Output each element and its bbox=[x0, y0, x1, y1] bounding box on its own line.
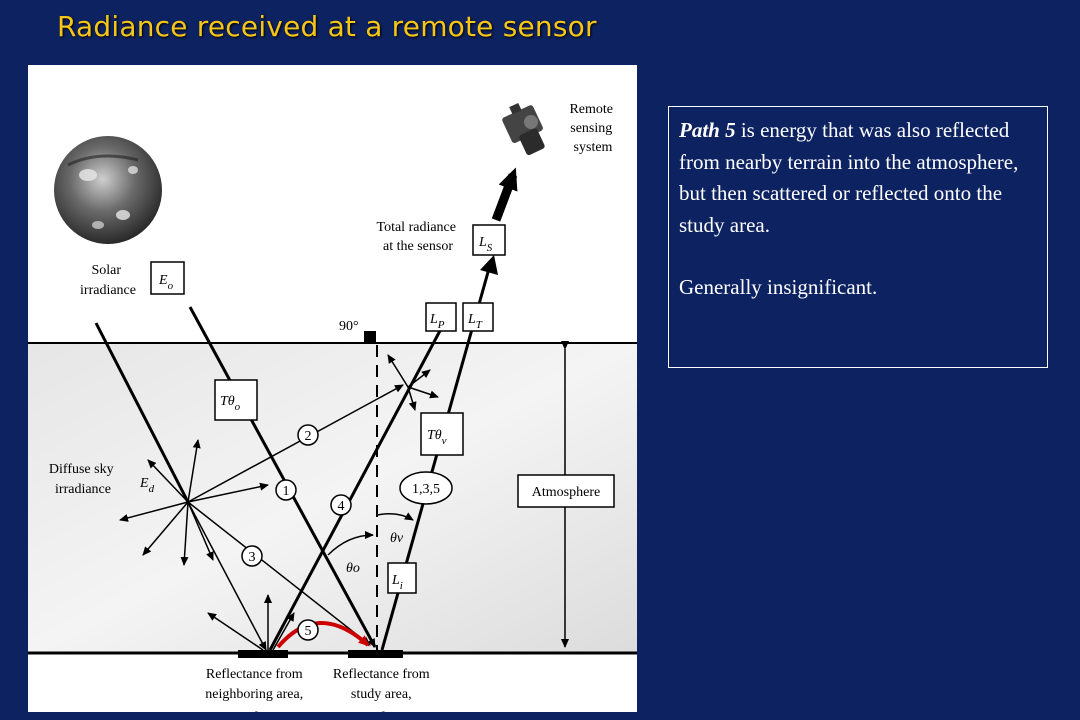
neighbor-label-line3: ρ bbox=[252, 707, 260, 712]
paths-135-ellipse bbox=[399, 471, 453, 505]
study-label-line1: Reflectance from bbox=[333, 667, 430, 682]
study-label-line3: ρ bbox=[379, 707, 387, 712]
path-4-number: 4 bbox=[338, 499, 345, 514]
total-radiance-line1: Total radiance bbox=[377, 220, 456, 235]
radiance-diagram: Remote sensing system Solar irradiance T… bbox=[28, 65, 637, 712]
path-4-line bbox=[268, 326, 444, 651]
study-area-patch bbox=[348, 650, 403, 658]
neighbor-label-line1: Reflectance from bbox=[206, 667, 303, 682]
sensor-label-line2: sensing bbox=[570, 121, 612, 136]
paths-135-label: 1,3,5 bbox=[412, 482, 440, 497]
diffuse-label: Diffuse sky irradiance bbox=[49, 462, 117, 497]
neighbor-area-patch bbox=[238, 650, 288, 658]
theta-v-arc bbox=[376, 512, 414, 521]
description-paragraph-2: Generally insignificant. bbox=[679, 275, 878, 299]
solar-label-line1: Solar bbox=[91, 263, 121, 278]
lp-symbol: LP bbox=[429, 312, 445, 331]
path-label: Path 5 bbox=[679, 118, 736, 142]
solar-label: Solar irradiance bbox=[80, 263, 136, 298]
description-paragraph-1: Path 5 is energy that was also reflected… bbox=[679, 115, 1037, 241]
sensor-arrow bbox=[491, 167, 518, 222]
thv-symbol: Tθv bbox=[427, 428, 447, 447]
path-3-number: 3 bbox=[249, 550, 256, 565]
description-box: Path 5 is energy that was also reflected… bbox=[668, 106, 1048, 368]
ed-symbol: Ed bbox=[139, 476, 155, 495]
path-3-circle bbox=[241, 545, 263, 567]
theta-o-symbol: θo bbox=[346, 561, 360, 576]
total-radiance-label: Total radiance at the sensor bbox=[377, 220, 460, 254]
neighbor-reflection-arrows bbox=[207, 594, 295, 651]
path-2-number: 2 bbox=[305, 429, 312, 444]
thv-box bbox=[420, 412, 464, 456]
path-1-number: 1 bbox=[283, 484, 290, 499]
camera-icon bbox=[502, 102, 545, 156]
eo-symbol: Eo bbox=[158, 273, 174, 292]
paragraph-1-text: is energy that was also reflected from n… bbox=[679, 118, 1019, 237]
diffuse-label-line1: Diffuse sky bbox=[49, 462, 114, 477]
li-symbol: Li bbox=[391, 573, 403, 592]
study-label-line2: study area, bbox=[351, 687, 412, 702]
diffuse-scatter-arrows bbox=[119, 384, 404, 651]
neighbor-label-line2: neighboring area, bbox=[205, 687, 303, 702]
sensor-label-line3: system bbox=[574, 140, 613, 155]
path-5-number: 5 bbox=[305, 624, 312, 639]
li-box bbox=[387, 562, 417, 594]
lt-box bbox=[462, 302, 494, 332]
slide-title: Radiance received at a remote sensor bbox=[57, 10, 597, 43]
theta-o-arc bbox=[327, 531, 374, 556]
eo-box bbox=[150, 261, 185, 295]
atmosphere-box bbox=[517, 474, 615, 508]
study-label: Reflectance from study area, ρ bbox=[333, 667, 433, 712]
solar-ray-2 bbox=[188, 306, 377, 648]
ls-symbol: LS bbox=[478, 235, 493, 254]
path-1-circle bbox=[275, 479, 297, 501]
sensor-label: Remote sensing system bbox=[569, 102, 616, 155]
solar-label-line2: irradiance bbox=[80, 283, 136, 298]
diffuse-label-line2: irradiance bbox=[55, 482, 111, 497]
total-radiance-line2: at the sensor bbox=[383, 239, 453, 254]
lp-box bbox=[425, 302, 457, 332]
path-5-arrow bbox=[276, 621, 370, 649]
atmosphere-label: Atmosphere bbox=[532, 485, 600, 500]
sun-icon bbox=[54, 136, 162, 244]
right-angle-marker bbox=[364, 331, 376, 343]
path-5-circle bbox=[297, 619, 319, 641]
ls-box bbox=[472, 224, 506, 256]
solar-ray-1 bbox=[94, 322, 190, 503]
diagram-svg: Remote sensing system Solar irradiance T… bbox=[28, 102, 637, 712]
angle-label: 90° bbox=[339, 319, 359, 334]
study-reflection-arrowhead bbox=[480, 255, 498, 275]
sensor-label-line1: Remote bbox=[569, 102, 613, 117]
neighbor-label: Reflectance from neighboring area, ρ bbox=[205, 667, 306, 712]
path-4-circle bbox=[330, 494, 352, 516]
path-2-circle bbox=[297, 424, 319, 446]
lt-symbol: LT bbox=[467, 312, 483, 331]
theta-v-symbol: θv bbox=[390, 531, 404, 546]
tho-symbol: Tθo bbox=[220, 394, 241, 413]
tho-box bbox=[214, 379, 258, 421]
